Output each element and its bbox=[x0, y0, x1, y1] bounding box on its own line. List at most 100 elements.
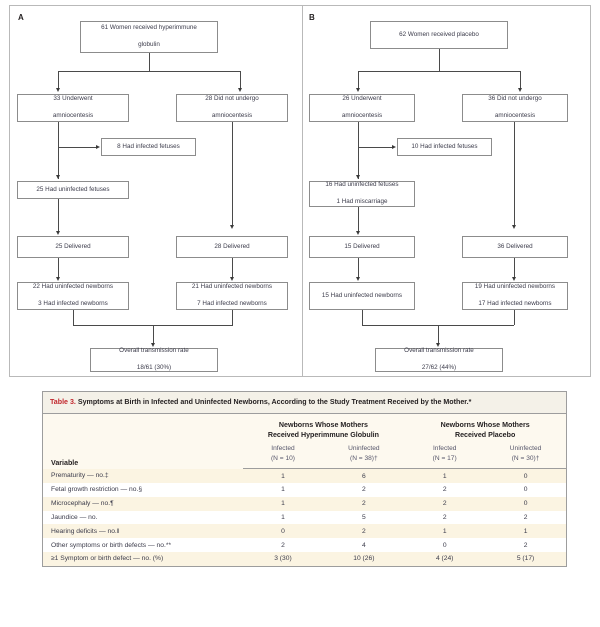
node-line: amniocentesis bbox=[211, 112, 253, 120]
subheader-line: (N = 10) bbox=[270, 454, 295, 462]
flow-node-b-newborns-left: 15 Had uninfected newborns bbox=[309, 282, 415, 310]
node-line: globulin bbox=[138, 41, 160, 49]
connector bbox=[358, 147, 392, 148]
row-label: Microcephaly — no.¶ bbox=[43, 496, 243, 511]
node-line: 19 Had uninfected newborns bbox=[474, 282, 556, 290]
node-line: amniocentesis bbox=[52, 112, 94, 120]
arrowhead-icon bbox=[229, 277, 234, 281]
row-value: 10 (26) bbox=[323, 551, 405, 566]
arrowhead-icon bbox=[55, 231, 60, 235]
node-line: amniocentesis bbox=[494, 112, 536, 120]
arrowhead-icon bbox=[150, 343, 155, 347]
node-line: 28 Delivered bbox=[214, 242, 250, 250]
row-label: Jaundice — no. bbox=[43, 510, 243, 525]
node-line: 10 Had infected fetuses bbox=[411, 142, 478, 150]
arrowhead-icon bbox=[55, 88, 60, 92]
arrowhead-icon bbox=[55, 277, 60, 281]
connector bbox=[232, 310, 233, 325]
arrowhead-icon bbox=[355, 277, 360, 281]
connector bbox=[73, 310, 74, 325]
connector bbox=[153, 325, 154, 343]
node-line: 1 Had miscarriage bbox=[336, 198, 388, 206]
row-value: 2 bbox=[404, 510, 486, 525]
table-3-block: Table 3. Symptoms at Birth in Infected a… bbox=[42, 391, 567, 567]
connector bbox=[240, 71, 241, 88]
subheader-line: (N = 30)† bbox=[511, 454, 540, 462]
row-label: Hearing deficits — no.‖ bbox=[43, 524, 243, 539]
column-header-group-hyperimmune: Newborns Whose Mothers Received Hyperimm… bbox=[243, 414, 405, 443]
flow-node-b-newborns-right: 19 Had uninfected newborns 17 Had infect… bbox=[462, 282, 568, 310]
connector bbox=[58, 71, 240, 72]
table-caption-text: Symptoms at Birth in Infected and Uninfe… bbox=[75, 398, 472, 406]
flow-node-a-amniocentesis: 33 Underwent amniocentesis bbox=[17, 94, 129, 122]
node-line: 25 Had uninfected fetuses bbox=[36, 185, 110, 193]
arrowhead-icon bbox=[511, 225, 516, 229]
connector bbox=[358, 258, 359, 277]
arrowhead-icon bbox=[355, 175, 360, 179]
node-line: 62 Women received placebo bbox=[399, 30, 479, 38]
flow-node-a-infected-fetuses: 8 Had infected fetuses bbox=[101, 138, 196, 156]
row-value: 2 bbox=[485, 510, 566, 525]
row-label: Prematurity — no.‡ bbox=[43, 468, 243, 484]
table-caption: Table 3. Symptoms at Birth in Infected a… bbox=[43, 392, 566, 414]
node-line: Overall transmission rate bbox=[404, 346, 474, 354]
column-header-pl-uninfected: Uninfected (N = 30)† bbox=[485, 442, 566, 470]
row-value: 1 bbox=[242, 510, 324, 525]
arrowhead-icon bbox=[435, 343, 440, 347]
table-body: Prematurity — no.‡ 1 6 1 0 Fetal growth … bbox=[43, 468, 566, 566]
row-value: 1 bbox=[485, 524, 566, 539]
connector bbox=[58, 199, 59, 231]
node-line: 33 Underwent bbox=[53, 94, 93, 102]
connector bbox=[358, 207, 359, 231]
symptoms-table: Variable Newborns Whose Mothers Received… bbox=[43, 414, 566, 566]
row-value: 0 bbox=[485, 483, 566, 497]
node-line: Overall transmission rate bbox=[119, 346, 189, 354]
table-row: ≥1 Symptom or birth defect — no. (%) 3 (… bbox=[43, 551, 566, 566]
node-line: 7 Had infected newborns bbox=[197, 300, 267, 308]
arrowhead-icon bbox=[392, 144, 396, 149]
column-header-hg-infected: Infected (N = 10) bbox=[242, 442, 324, 470]
connector bbox=[514, 258, 515, 277]
arrowhead-icon bbox=[511, 277, 516, 281]
row-value: 2 bbox=[242, 538, 324, 552]
flow-node-a-overall-rate: Overall transmission rate 18/61 (30%) bbox=[90, 346, 218, 372]
panel-label-a: A bbox=[18, 13, 24, 22]
flow-node-a-delivered-left: 25 Delivered bbox=[17, 236, 129, 258]
node-line: 21 Had uninfected newborns bbox=[191, 282, 273, 290]
connector bbox=[362, 310, 363, 325]
connector bbox=[520, 71, 521, 88]
row-value: 2 bbox=[404, 496, 486, 511]
node-line: 16 Had uninfected fetuses bbox=[325, 180, 399, 188]
connector bbox=[358, 71, 520, 72]
node-line: 25 Delivered bbox=[55, 242, 91, 250]
subheader-line: Infected bbox=[432, 445, 457, 453]
table-header-sub-row: Infected (N = 10) Uninfected (N = 38)† I… bbox=[43, 442, 566, 470]
node-line: 18/61 (30%) bbox=[136, 364, 172, 372]
row-value: 0 bbox=[485, 468, 566, 484]
table-row: Microcephaly — no.¶ 1 2 2 0 bbox=[43, 496, 566, 511]
row-label: Fetal growth restriction — no.§ bbox=[43, 483, 243, 497]
connector bbox=[149, 53, 150, 71]
row-label: Other symptoms or birth defects — no.** bbox=[43, 538, 243, 552]
flow-node-a-newborns-left: 22 Had uninfected newborns 3 Had infecte… bbox=[17, 282, 129, 310]
node-line: 36 Delivered bbox=[497, 242, 533, 250]
group-header-line: Newborns Whose Mothers bbox=[440, 420, 530, 429]
column-header-pl-infected: Infected (N = 17) bbox=[404, 442, 486, 470]
row-value: 6 bbox=[323, 468, 405, 484]
row-value: 2 bbox=[485, 538, 566, 552]
node-line: 15 Had uninfected newborns bbox=[321, 291, 403, 299]
table-header-group-row: Variable Newborns Whose Mothers Received… bbox=[43, 414, 566, 467]
flow-node-a-delivered-right: 28 Delivered bbox=[176, 236, 288, 258]
arrowhead-icon bbox=[517, 88, 522, 92]
panel-divider bbox=[302, 6, 303, 376]
node-line: 26 Underwent bbox=[342, 94, 382, 102]
connector bbox=[232, 258, 233, 277]
row-value: 0 bbox=[404, 538, 486, 552]
column-header-hg-uninfected: Uninfected (N = 38)† bbox=[323, 442, 405, 470]
column-header-variable: Variable bbox=[51, 458, 79, 467]
table-row: Hearing deficits — no.‖ 0 2 1 1 bbox=[43, 524, 566, 539]
table-head: Variable Newborns Whose Mothers Received… bbox=[43, 414, 566, 470]
flow-node-a-no-amniocentesis: 28 Did not undergo amniocentesis bbox=[176, 94, 288, 122]
connector bbox=[438, 325, 439, 343]
